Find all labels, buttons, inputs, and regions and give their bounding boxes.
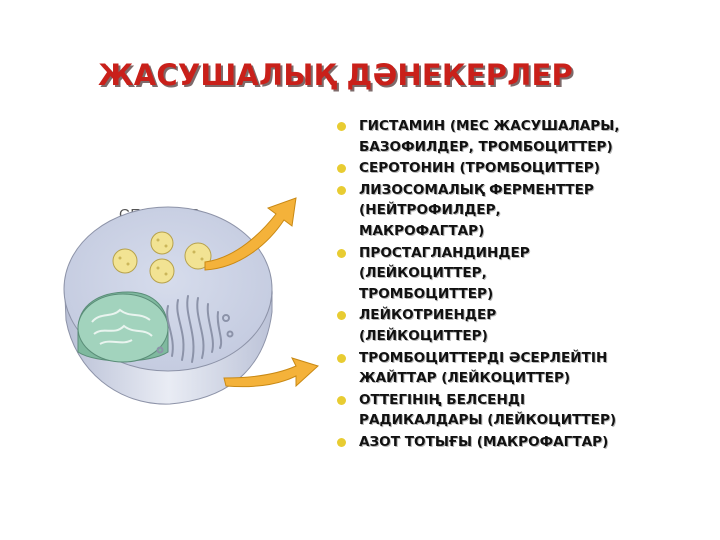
vesicle	[112, 248, 138, 274]
vesicle	[149, 258, 175, 284]
list-item-text: АЗОТ ТОТЫҒЫ (МАКРОФАГТАР)	[359, 433, 609, 450]
list-item-text: СЕРОТОНИН (ТРОМБОЦИТТЕР)	[359, 160, 600, 177]
bullet-dot-icon	[337, 122, 346, 131]
list-item-text: ЛИЗОСОМАЛЫҚ ФЕРМЕНТТЕР (НЕЙТРОФИЛДЕР, МА…	[359, 181, 594, 239]
vesicles	[112, 231, 212, 284]
golgi-apparatus	[156, 295, 234, 363]
bullet-dot-icon	[337, 395, 346, 405]
bullet-dot-icon	[337, 164, 346, 174]
bullet-dot-icon	[337, 437, 346, 447]
arrow-upper-icon	[204, 197, 297, 271]
list-item: ГИСТАМИН (МЕС ЖАСУШАЛАРЫ, БАЗОФИЛДЕР, ТР…	[335, 116, 705, 157]
vesicle-granules	[118, 238, 204, 276]
page-title: ЖАСУШАЛЫҚ ДӘНЕКЕРЛЕР	[98, 58, 574, 92]
list-item: ЛЕЙКОТРИЕНДЕР (ЛЕЙКОЦИТТЕР)	[335, 305, 705, 346]
list-item-text: ГИСТАМИН (МЕС ЖАСУШАЛАРЫ, БАЗОФИЛДЕР, ТР…	[359, 118, 620, 155]
bullet-dot-icon	[337, 353, 346, 363]
list-item: ОТТЕГІНІҢ БЕЛСЕНДІ РАДИКАЛДАРЫ (ЛЕЙКОЦИТ…	[335, 390, 705, 431]
list-item: ПРОСТАГЛАНДИНДЕР (ЛЕЙКОЦИТТЕР, ТРОМБОЦИТ…	[335, 243, 705, 305]
list-item: ТРОМБОЦИТТЕРДІ ӘСЕРЛЕЙТІН ЖАЙТТАР (ЛЕЙКО…	[335, 348, 705, 389]
bullet-dot-icon	[337, 311, 346, 321]
list-item: АЗОТ ТОТЫҒЫ (МАКРОФАГТАР)	[335, 432, 705, 453]
arrow-lower-icon	[223, 357, 319, 388]
list-item-text: ПРОСТАГЛАНДИНДЕР (ЛЕЙКОЦИТТЕР, ТРОМБОЦИТ…	[359, 244, 530, 302]
mediator-list: ГИСТАМИН (МЕС ЖАСУШАЛАРЫ, БАЗОФИЛДЕР, ТР…	[335, 116, 705, 454]
nucleus	[77, 291, 169, 363]
list-item-text: ОТТЕГІНІҢ БЕЛСЕНДІ РАДИКАЛДАРЫ (ЛЕЙКОЦИТ…	[359, 391, 617, 429]
bullet-dot-icon	[337, 248, 346, 258]
list-item-text: ТРОМБОЦИТТЕРДІ ӘСЕРЛЕЙТІН ЖАЙТТАР (ЛЕЙКО…	[359, 349, 608, 387]
bullet-dot-icon	[337, 185, 346, 195]
list-item: СЕРОТОНИН (ТРОМБОЦИТТЕР)	[335, 158, 705, 179]
list-item-text: ЛЕЙКОТРИЕНДЕР (ЛЕЙКОЦИТТЕР)	[359, 307, 497, 344]
list-item: ЛИЗОСОМАЛЫҚ ФЕРМЕНТТЕР (НЕЙТРОФИЛДЕР, МА…	[335, 180, 705, 242]
vesicle	[150, 231, 174, 255]
